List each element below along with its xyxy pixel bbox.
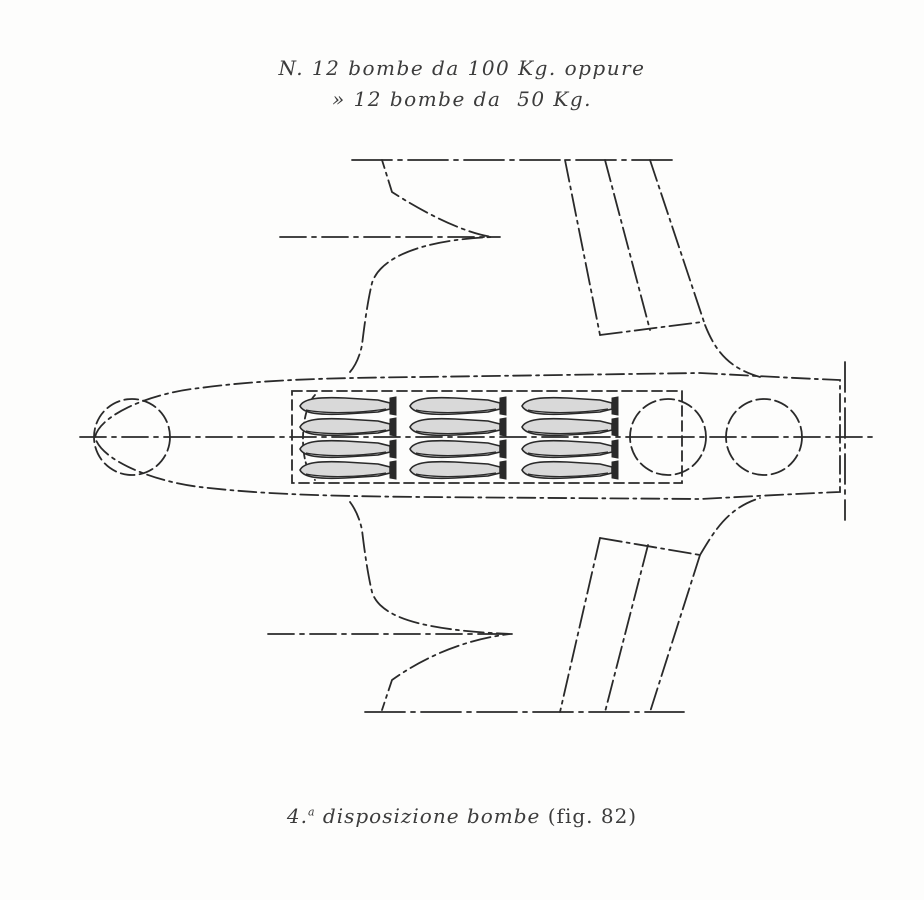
bomb <box>521 417 619 437</box>
lower-wing-panel-2 <box>604 544 649 713</box>
bomb-bay-outline <box>291 390 683 484</box>
bomb <box>299 439 397 459</box>
caption-superscript: a <box>307 805 316 819</box>
bomb <box>299 396 397 416</box>
caption-title: disposizione bombe <box>322 804 541 828</box>
caption-reference: (fig. 82) <box>547 804 638 828</box>
bomb <box>409 439 507 459</box>
upper-wing-trailing <box>599 321 703 336</box>
fuselage-outline <box>94 372 841 500</box>
bomb-load-line-2: » 12 bombe da 50 Kg. <box>331 87 593 111</box>
figure-caption: 4.a disposizione bombe (fig. 82) <box>0 804 924 828</box>
upper-wing-panel-3 <box>649 159 706 326</box>
bomb <box>521 439 619 459</box>
lower-wing-panel-3 <box>649 554 701 713</box>
nose-section-circle <box>93 398 171 476</box>
lower-wing-root-curve <box>699 497 761 556</box>
bomb-load-line-1: N. 12 bombe da 100 Kg. oppure <box>278 56 646 80</box>
lower-wing-panel-1 <box>559 537 601 713</box>
bomb <box>299 460 397 480</box>
caption-number: 4. <box>286 804 308 828</box>
bomb <box>409 460 507 480</box>
bomb-group <box>299 396 619 480</box>
upper-wing-root-curve <box>704 324 761 378</box>
upper-wing-fairing <box>349 159 493 373</box>
lower-wing-fairing <box>349 501 511 711</box>
upper-wing-panel-2 <box>604 159 651 331</box>
bomb <box>521 396 619 416</box>
bomb <box>299 417 397 437</box>
lower-wing-leading <box>599 537 701 556</box>
bomb <box>409 396 507 416</box>
upper-wing-panel-1 <box>564 159 601 336</box>
bomb <box>409 417 507 437</box>
rear-section-circle-2 <box>725 398 803 476</box>
bomb <box>521 460 619 480</box>
rear-section-circle-1 <box>629 398 707 476</box>
